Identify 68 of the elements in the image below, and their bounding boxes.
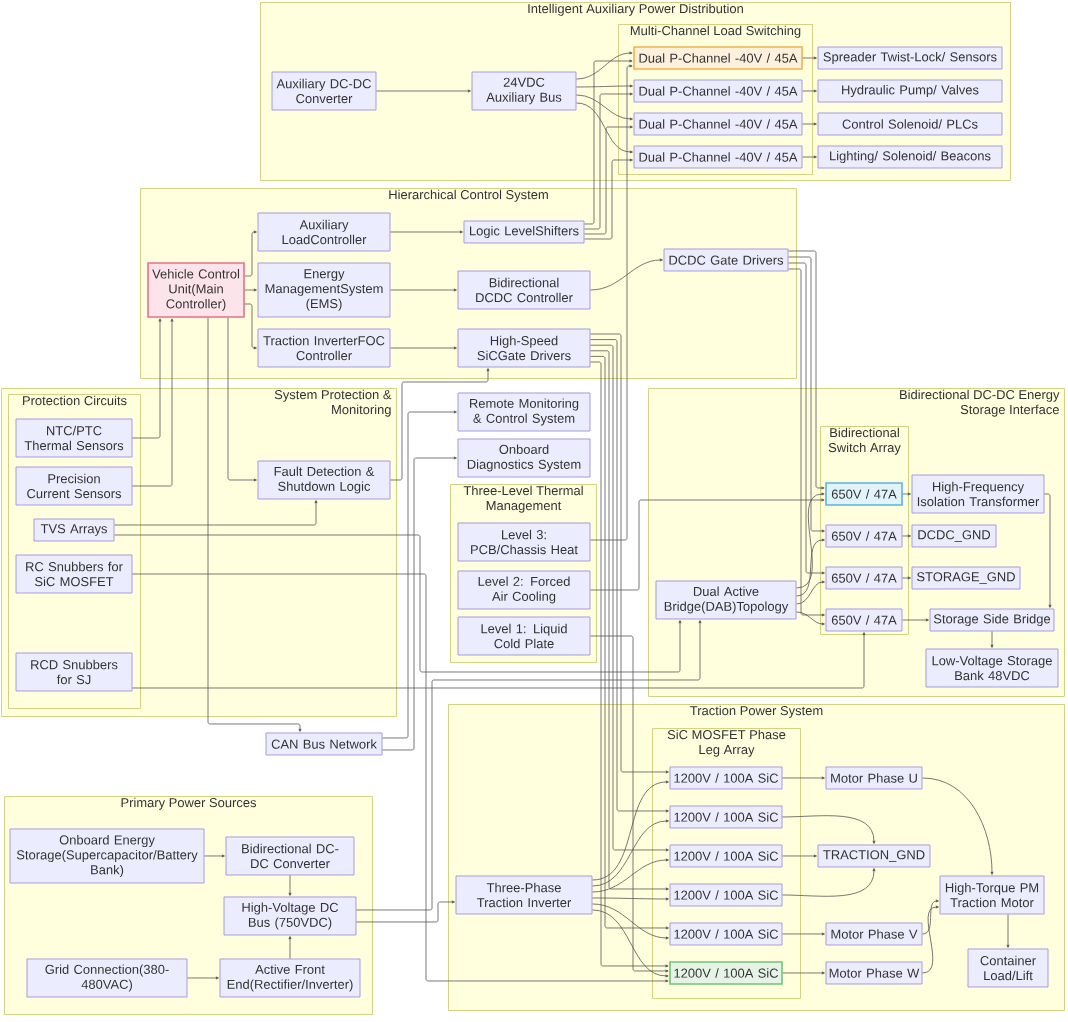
arrow	[356, 900, 455, 923]
arrow	[902, 492, 911, 496]
arrow	[382, 410, 457, 739]
arrow	[132, 632, 866, 689]
arrow	[584, 125, 633, 235]
arrow	[590, 64, 633, 541]
arrow	[576, 94, 633, 121]
arrow	[782, 971, 825, 975]
arrow	[382, 456, 457, 751]
arrow	[376, 89, 471, 93]
arrow	[802, 155, 817, 159]
arrow	[782, 868, 876, 897]
arrow	[796, 580, 825, 605]
arrow	[782, 815, 876, 844]
arrow	[922, 899, 939, 935]
arrow	[204, 854, 225, 858]
arrow	[244, 303, 257, 350]
arrow	[592, 897, 669, 901]
arrow	[592, 780, 669, 881]
arrow	[390, 288, 457, 292]
arrow	[584, 92, 633, 230]
arrow	[592, 903, 669, 940]
arrow	[802, 122, 817, 126]
arrow	[802, 89, 817, 93]
arrow	[207, 317, 302, 732]
arrow	[788, 256, 825, 533]
arrow	[592, 819, 669, 887]
arrow	[902, 618, 929, 622]
arrow	[592, 909, 669, 978]
arrow	[796, 492, 825, 589]
arrow	[796, 611, 825, 626]
arrow	[356, 620, 702, 911]
arrow	[592, 858, 669, 893]
arrow	[576, 102, 633, 154]
arrow	[782, 932, 825, 936]
arrow	[782, 854, 817, 858]
arrow	[802, 56, 817, 60]
arrow	[922, 905, 939, 974]
arrow	[584, 158, 633, 240]
arrow	[788, 250, 825, 490]
arrow	[288, 875, 292, 896]
arrow	[390, 230, 463, 234]
arrow	[902, 576, 911, 580]
arrow	[114, 534, 682, 673]
arrow	[132, 573, 669, 983]
arrow	[590, 498, 825, 591]
arrow	[390, 368, 490, 481]
arrow	[244, 288, 257, 292]
arrow	[584, 59, 633, 225]
arrow	[288, 936, 292, 959]
arrow	[590, 635, 669, 973]
arrow	[114, 500, 318, 526]
arrow	[227, 317, 257, 482]
arrow	[1006, 914, 1010, 948]
arrow	[132, 318, 162, 439]
arrow	[187, 976, 219, 980]
arrow	[244, 230, 257, 277]
arrow	[796, 538, 825, 597]
arrow	[576, 84, 633, 88]
arrow	[782, 776, 825, 780]
arrow	[390, 346, 457, 350]
arrow	[132, 318, 174, 487]
arrow	[590, 258, 663, 291]
arrow	[576, 51, 633, 80]
arrow	[990, 631, 994, 648]
arrow	[902, 534, 911, 538]
arrow	[1044, 493, 1052, 608]
arrow	[922, 777, 994, 875]
